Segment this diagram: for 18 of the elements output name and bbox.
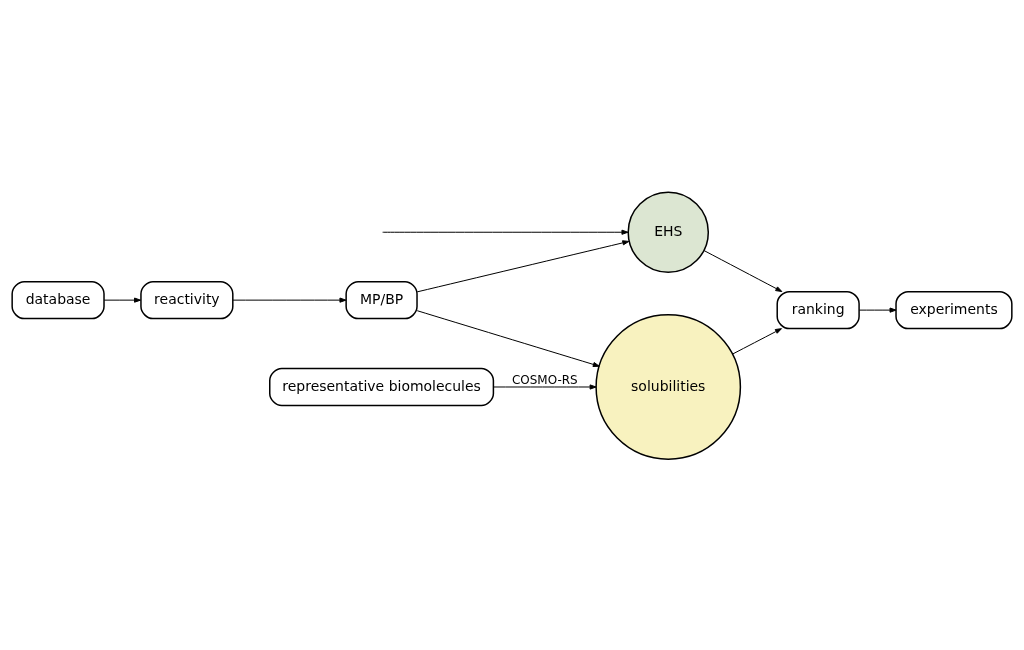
node-circle: EHS: [627, 190, 710, 273]
node-box: ranking: [776, 290, 860, 329]
node-box: reactivity: [140, 280, 234, 319]
edge-label: COSMO-RS: [511, 372, 578, 387]
node-box: database: [11, 280, 105, 319]
node-circle: solubilities: [595, 313, 742, 460]
arrow: [858, 307, 897, 313]
arrow: [103, 297, 142, 303]
node-box: experiments: [895, 290, 1013, 329]
arrow: [416, 239, 630, 292]
arrow: [232, 297, 347, 303]
arrow: [492, 383, 597, 390]
arrow: [731, 327, 782, 355]
node-box: MP/BP: [345, 280, 418, 319]
node-box: representative biomolecules: [269, 367, 495, 406]
arrow: [382, 229, 629, 235]
arrow: [416, 309, 600, 367]
arrow: [703, 249, 783, 292]
